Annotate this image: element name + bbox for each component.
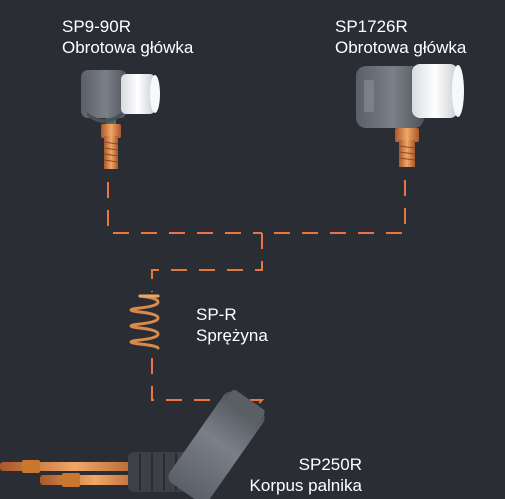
- part-label-sp-r: SP-R Sprężyna: [196, 304, 268, 346]
- part-label-sp9-90r: SP9-90R Obrotowa główka: [62, 16, 193, 58]
- connector-lines: [107, 180, 406, 417]
- spring-icon: [129, 294, 160, 350]
- part-name: Korpus palnika: [249, 476, 362, 495]
- part-name: Obrotowa główka: [62, 38, 194, 57]
- part-code: SP-R: [196, 305, 237, 324]
- rotating-head-large-icon: [356, 64, 464, 167]
- part-label-sp1726r: SP1726R Obrotowa główka: [335, 16, 466, 58]
- torch-body-icon: [0, 389, 265, 499]
- part-code: SP9-90R: [62, 17, 131, 36]
- connector-head-small: [107, 182, 262, 234]
- rotating-head-small-icon: [81, 70, 160, 169]
- part-code: SP1726R: [335, 17, 408, 36]
- connector-spring-to-torch: [151, 358, 265, 417]
- part-label-sp250r: SP250R Korpus palnika: [232, 454, 362, 496]
- part-name: Obrotowa główka: [335, 38, 467, 57]
- part-code: SP250R: [298, 455, 362, 474]
- connector-head-large: [262, 180, 406, 234]
- part-name: Sprężyna: [196, 326, 268, 345]
- connector-trunk-to-spring: [151, 233, 263, 292]
